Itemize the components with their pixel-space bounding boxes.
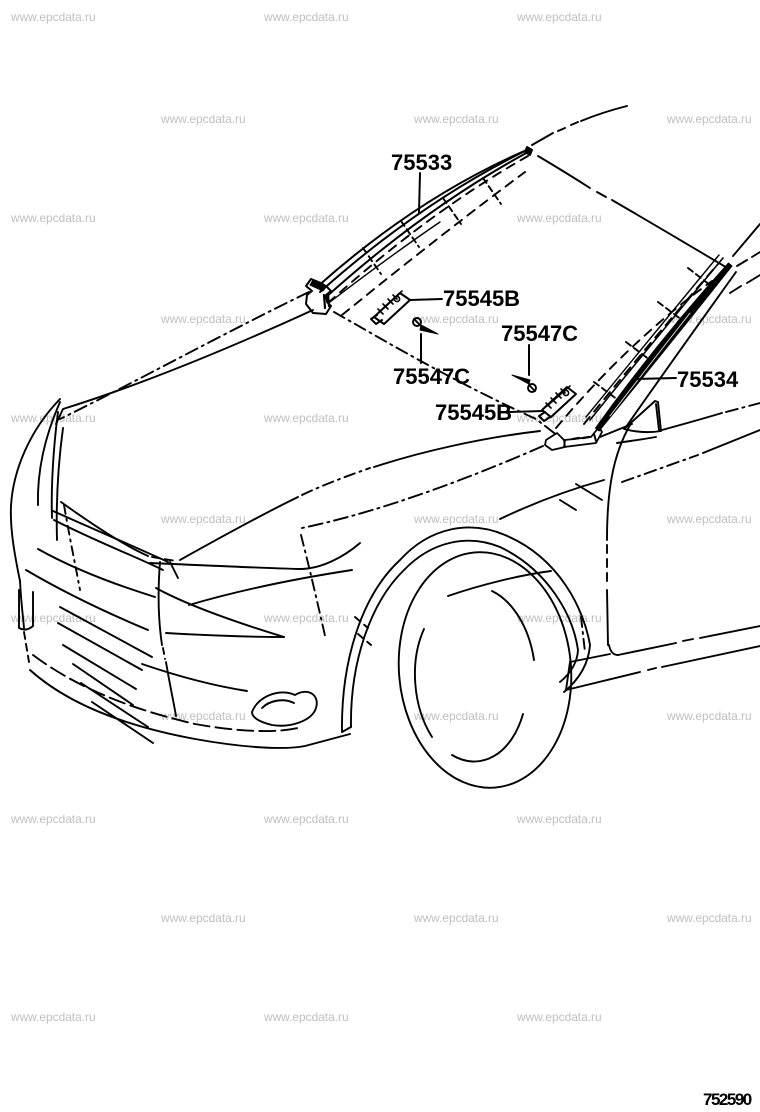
svg-text:www.epcdata.ru: www.epcdata.ru <box>516 211 602 225</box>
svg-text:www.epcdata.ru: www.epcdata.ru <box>413 112 499 126</box>
svg-text:www.epcdata.ru: www.epcdata.ru <box>516 411 602 425</box>
svg-text:75545B: 75545B <box>435 400 512 425</box>
svg-text:75547C: 75547C <box>393 364 470 389</box>
svg-text:www.epcdata.ru: www.epcdata.ru <box>516 10 602 24</box>
svg-text:www.epcdata.ru: www.epcdata.ru <box>160 512 246 526</box>
svg-text:www.epcdata.ru: www.epcdata.ru <box>160 312 246 326</box>
svg-text:www.epcdata.ru: www.epcdata.ru <box>10 10 96 24</box>
svg-text:75533: 75533 <box>391 150 452 175</box>
svg-text:www.epcdata.ru: www.epcdata.ru <box>160 709 246 723</box>
svg-text:www.epcdata.ru: www.epcdata.ru <box>263 211 349 225</box>
svg-text:www.epcdata.ru: www.epcdata.ru <box>413 709 499 723</box>
svg-text:752590: 752590 <box>703 1090 752 1109</box>
svg-text:www.epcdata.ru: www.epcdata.ru <box>516 812 602 826</box>
svg-text:www.epcdata.ru: www.epcdata.ru <box>666 512 752 526</box>
svg-text:www.epcdata.ru: www.epcdata.ru <box>516 611 602 625</box>
svg-text:www.epcdata.ru: www.epcdata.ru <box>10 211 96 225</box>
svg-text:75545B: 75545B <box>443 286 520 311</box>
svg-text:www.epcdata.ru: www.epcdata.ru <box>666 112 752 126</box>
svg-text:www.epcdata.ru: www.epcdata.ru <box>10 812 96 826</box>
svg-text:www.epcdata.ru: www.epcdata.ru <box>160 112 246 126</box>
svg-text:www.epcdata.ru: www.epcdata.ru <box>10 1010 96 1024</box>
svg-text:www.epcdata.ru: www.epcdata.ru <box>263 10 349 24</box>
svg-text:www.epcdata.ru: www.epcdata.ru <box>263 1010 349 1024</box>
svg-text:www.epcdata.ru: www.epcdata.ru <box>263 611 349 625</box>
svg-text:www.epcdata.ru: www.epcdata.ru <box>160 911 246 925</box>
svg-text:www.epcdata.ru: www.epcdata.ru <box>263 812 349 826</box>
svg-text:75534: 75534 <box>677 367 739 392</box>
svg-text:www.epcdata.ru: www.epcdata.ru <box>413 911 499 925</box>
svg-text:www.epcdata.ru: www.epcdata.ru <box>413 312 499 326</box>
svg-text:www.epcdata.ru: www.epcdata.ru <box>413 512 499 526</box>
svg-text:www.epcdata.ru: www.epcdata.ru <box>263 411 349 425</box>
svg-text:www.epcdata.ru: www.epcdata.ru <box>516 1010 602 1024</box>
svg-text:www.epcdata.ru: www.epcdata.ru <box>666 911 752 925</box>
svg-text:75547C: 75547C <box>501 321 578 346</box>
svg-text:www.epcdata.ru: www.epcdata.ru <box>666 709 752 723</box>
